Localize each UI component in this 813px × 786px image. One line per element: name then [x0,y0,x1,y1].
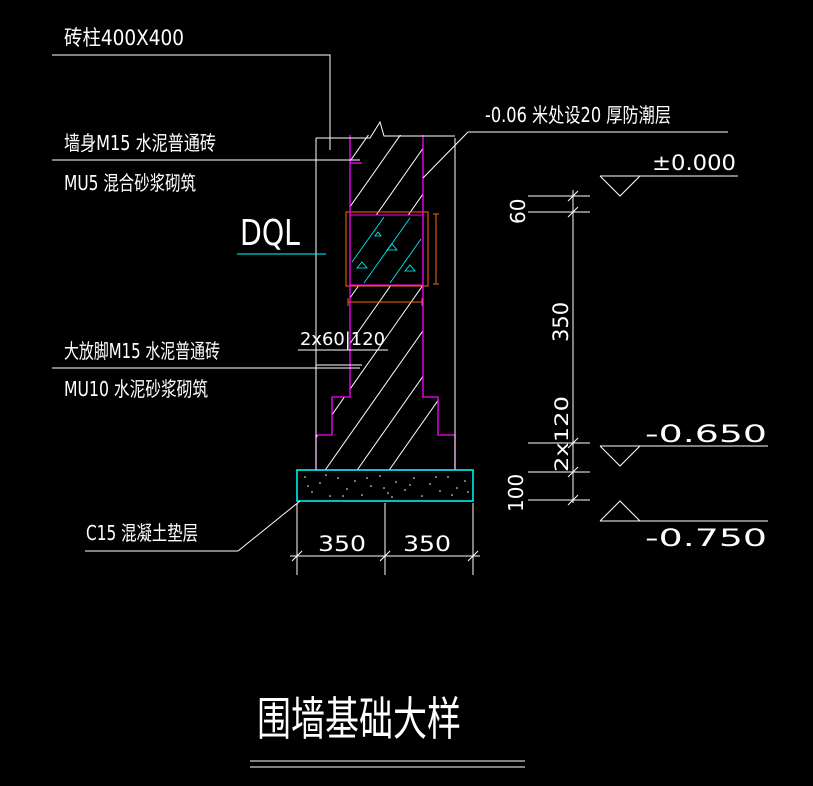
title-underline [250,760,525,768]
level-top-value: ±0.000 [652,151,736,175]
wall-label-line2: MU5 混合砂浆砌筑 [64,171,196,195]
dim-60: 60 [506,199,530,224]
level-marker-mid [599,445,768,467]
beam-dims [345,211,439,306]
brick-column-label: 砖柱400X400 [64,26,184,50]
wall-label-line1: 墙身M15 水泥普通砖 [64,131,216,155]
level-marker-bottom [599,500,768,522]
step-dimension-label: 2x60|120 [300,329,385,350]
dim-100: 100 [504,474,528,512]
dim-350-left: 350 [318,532,366,556]
dim-350-right: 350 [403,532,451,556]
level-bottom-value: -0.750 [645,524,767,552]
cushion-speckle [304,474,469,498]
leader-lines [52,54,728,552]
cushion-label: C15 混凝土垫层 [86,521,198,545]
brick-column-lines [315,120,456,470]
dql-label: DQL [240,213,300,254]
level-mid-value: -0.650 [645,420,767,448]
footing-label-line2: MU10 水泥砂浆砌筑 [64,377,208,401]
concrete-cushion [296,469,474,502]
dim-2x120: 2x120 [551,396,573,472]
beam-concrete-hatch [351,216,422,284]
level-marker-top [599,175,738,197]
vertical-dimensions [528,190,590,506]
footing-label-line1: 大放脚M15 水泥普通砖 [64,339,220,363]
damp-proof-label: -0.06 米处设20 厚防潮层 [485,103,671,127]
dim-350-vertical: 350 [549,302,573,342]
drawing-title: 围墙基础大样 [257,692,461,746]
horizontal-dimensions [290,503,480,575]
